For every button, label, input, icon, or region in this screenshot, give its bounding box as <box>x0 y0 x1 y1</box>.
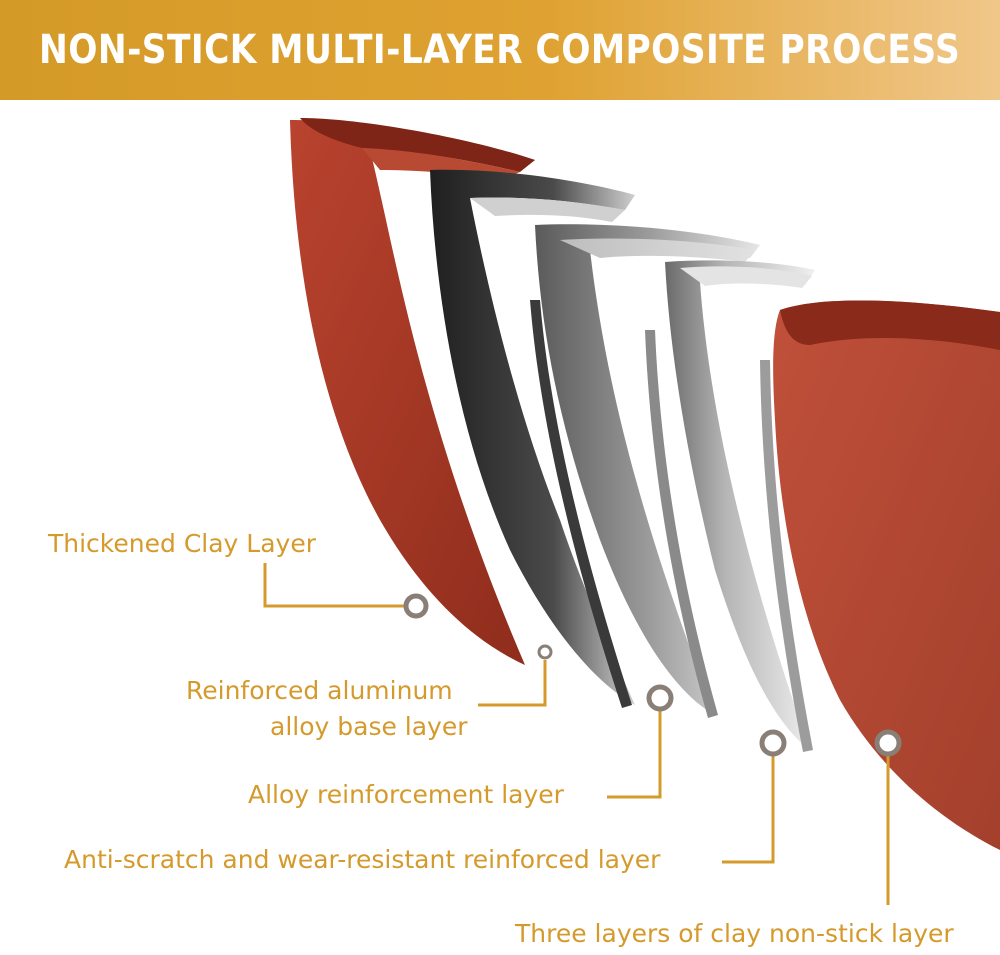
label-nonstick-layers: Three layers of clay non-stick layer <box>515 919 954 948</box>
nonstick-clay-bowl <box>773 300 1000 850</box>
marker-rings <box>403 593 902 757</box>
label-aluminum-base-line1: Reinforced aluminum <box>186 676 453 705</box>
aluminum-base-layer-shell <box>430 169 635 708</box>
alloy-reinforcement-layer-shell <box>535 224 760 718</box>
label-alloy-reinforcement: Alloy reinforcement layer <box>248 780 564 809</box>
label-thickened-clay-layer: Thickened Clay Layer <box>48 529 316 558</box>
anti-scratch-layer-shell <box>665 260 815 752</box>
layer-illustration <box>263 118 1000 905</box>
title-banner: NON-STICK MULTI-LAYER COMPOSITE PROCESS <box>0 0 1000 100</box>
page-title: NON-STICK MULTI-LAYER COMPOSITE PROCESS <box>39 27 961 73</box>
label-aluminum-base-line2: alloy base layer <box>270 712 468 741</box>
leader-lines <box>263 563 890 905</box>
label-anti-scratch-layer: Anti-scratch and wear-resistant reinforc… <box>64 845 661 874</box>
